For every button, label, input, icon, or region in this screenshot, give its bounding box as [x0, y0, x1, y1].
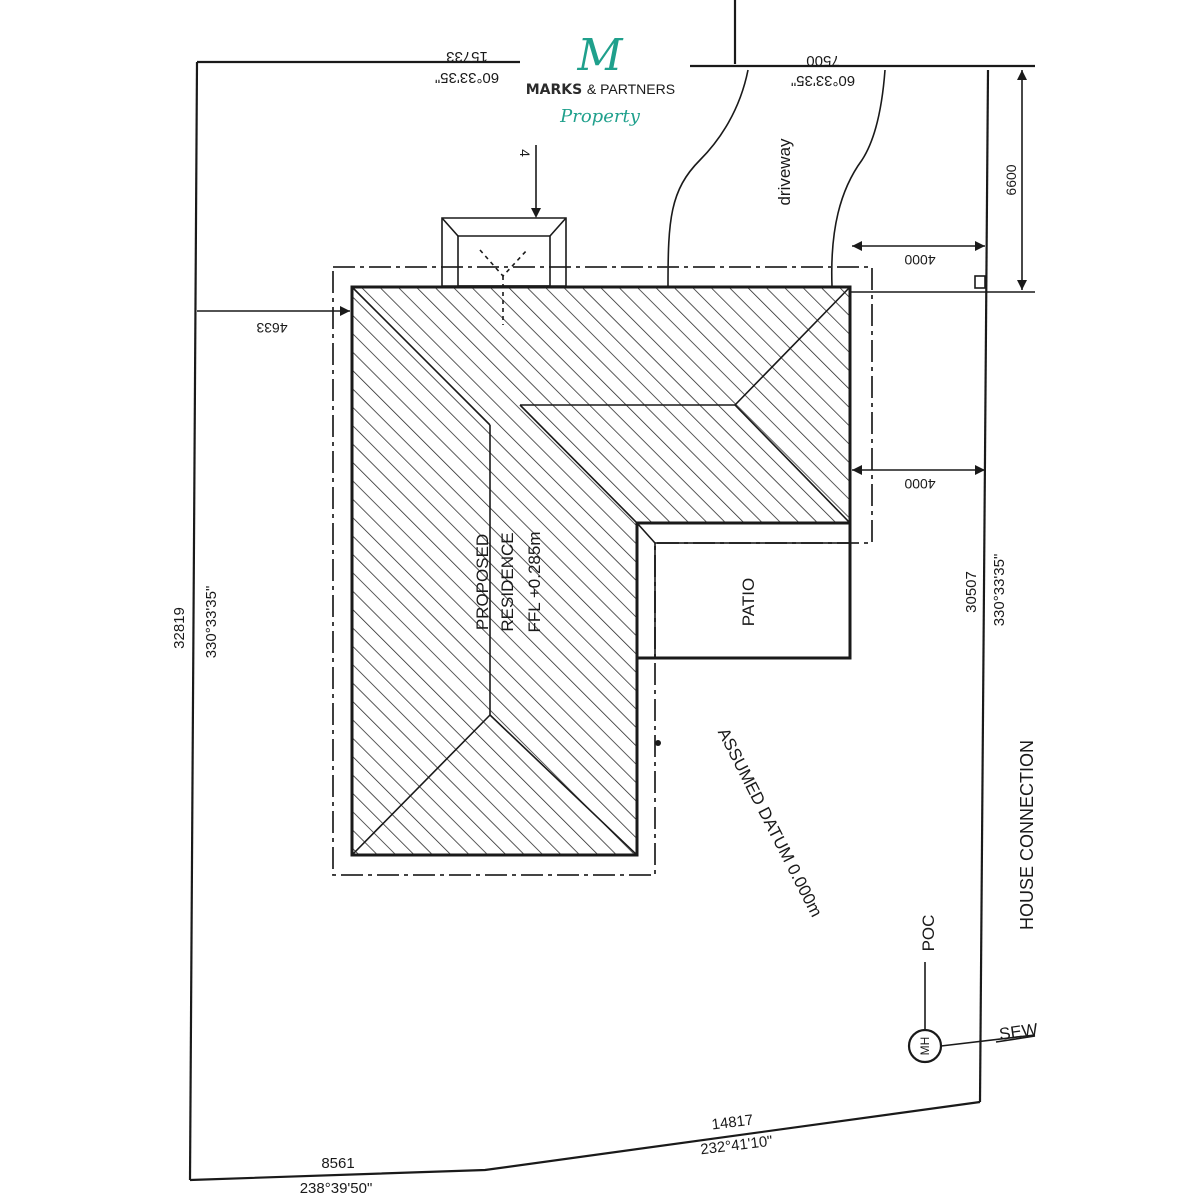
house-connection-label: HOUSE CONNECTION	[1017, 740, 1037, 930]
west-length-label: 32819	[171, 607, 188, 649]
sewer-connection	[907, 962, 1036, 1064]
datum-marker	[655, 740, 661, 746]
east-bearing-label: 330°33'35"	[991, 554, 1008, 627]
logo-monogram: M	[576, 30, 623, 81]
nw-bearing-label: 60°33'35"	[435, 69, 499, 86]
sewer-label: SEW	[998, 1020, 1039, 1044]
patio	[635, 521, 852, 660]
sw-length-label: 8561	[321, 1155, 354, 1172]
poc-label: POC	[919, 915, 938, 952]
west-setback-label: 4633	[256, 320, 287, 336]
dimension-lines	[197, 70, 1027, 475]
east-setback-lower-label: 4000	[904, 476, 935, 492]
se-bearing-label: 232°41'10"	[699, 1133, 773, 1159]
ne-length-label: 7500	[806, 52, 839, 69]
east-length-label: 30507	[963, 571, 980, 613]
logo-name-rest: & PARTNERS	[587, 81, 675, 97]
partial-dimension-label: 4	[517, 149, 533, 157]
residence-label-line1: PROPOSED	[473, 534, 492, 630]
residence-footprint	[350, 285, 852, 857]
brand-logo: M MARKS & PARTNERS Property	[520, 22, 688, 138]
patio-label: PATIO	[739, 578, 758, 627]
sw-bearing-label: 238°39'50"	[300, 1180, 373, 1197]
street-setback-label: 6600	[1003, 164, 1019, 195]
lot-boundary	[188, 0, 1035, 1182]
datum-label: ASSUMED DATUM 0.000m	[714, 725, 826, 920]
logo-script: Property	[559, 106, 641, 127]
driveway	[667, 69, 886, 287]
driveway-label: driveway	[775, 138, 794, 206]
west-bearing-label: 330°33'35"	[203, 586, 220, 659]
east-setback-upper-label: 4000	[904, 252, 935, 268]
logo-name-bold: MARKS	[526, 82, 582, 98]
residence-label-line2: RESIDENCE	[498, 532, 517, 631]
ne-bearing-label: 60°33'35"	[791, 72, 855, 89]
residence-ffl-label: FFL +0.285m	[525, 532, 544, 633]
nw-length-label: 15733	[446, 48, 488, 65]
residence-eaves	[332, 266, 873, 876]
se-length-label: 14817	[711, 1112, 754, 1134]
manhole-label: MH	[918, 1037, 932, 1056]
